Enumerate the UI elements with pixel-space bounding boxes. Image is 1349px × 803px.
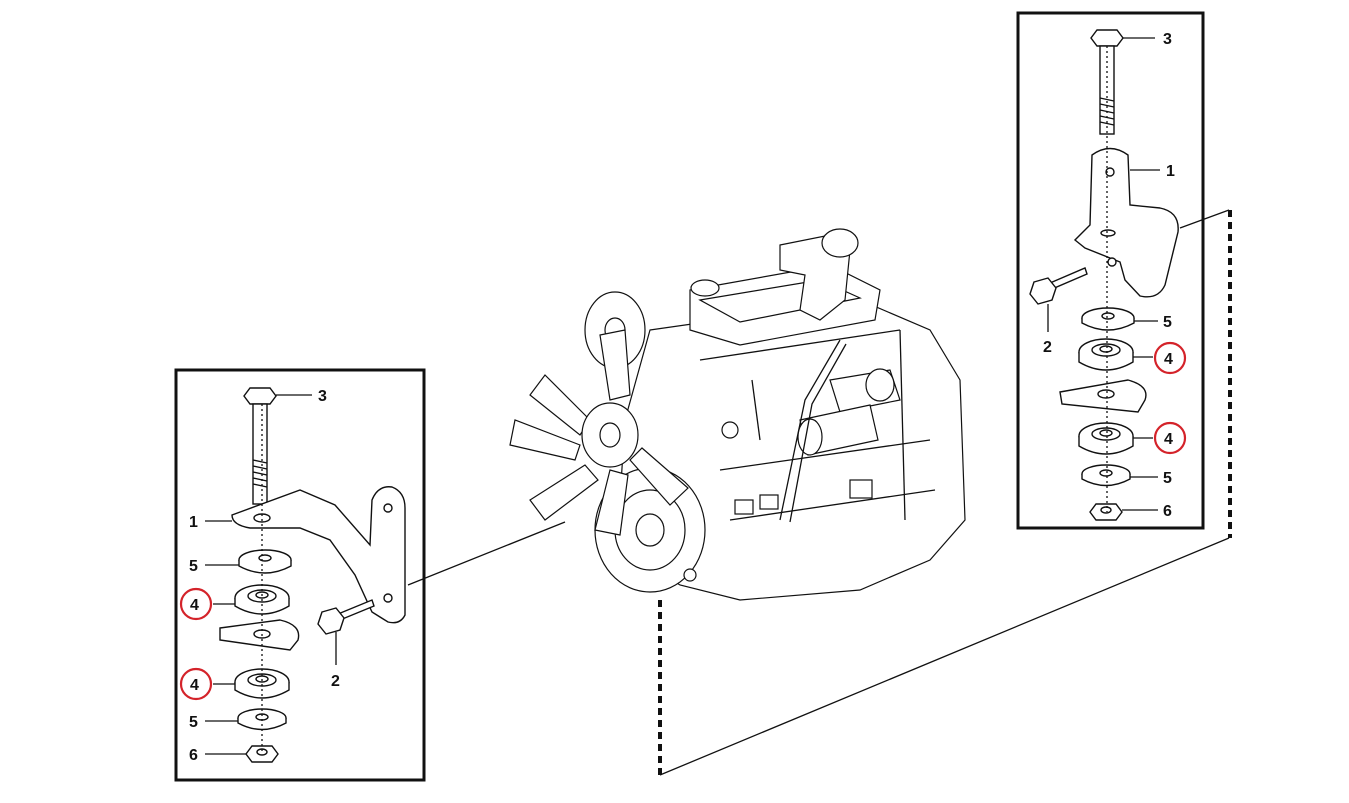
nut-part: [1089, 503, 1123, 521]
cooling-fan: [509, 329, 689, 536]
highlight-circle: [179, 667, 213, 701]
bolt-part: [1090, 29, 1124, 135]
mount-bracket: [231, 486, 406, 624]
washer-part: [1081, 464, 1131, 487]
label-3: 3: [1163, 31, 1172, 48]
highlight-circle: [1153, 421, 1187, 455]
left-leader-line: [407, 521, 566, 586]
side-bolt-part: [1029, 267, 1088, 305]
label-3: 3: [318, 388, 327, 405]
label-1: 1: [189, 514, 198, 531]
right-inset-frame: [1016, 11, 1205, 530]
side-bolt-part: [317, 599, 375, 635]
highlight-circle: [179, 587, 213, 621]
label-4: 4: [1164, 351, 1173, 368]
right-inset: 3 1 2 5 4 4 5 6: [1016, 11, 1205, 530]
label-6: 6: [1163, 503, 1172, 520]
label-4: 4: [190, 677, 199, 694]
label-5: 5: [189, 714, 198, 731]
label-1: 1: [1166, 163, 1175, 180]
bolt-part: [243, 387, 277, 505]
label-2: 2: [1043, 339, 1052, 356]
washer-part: [1081, 307, 1135, 331]
label-6: 6: [189, 747, 198, 764]
left-inset-frame: [174, 368, 426, 782]
rubber-mount-part: [1078, 338, 1134, 371]
mount-bracket: [1073, 147, 1179, 298]
label-4: 4: [1164, 431, 1173, 448]
nut-part: [245, 745, 279, 763]
washer-part: [238, 549, 292, 574]
rubber-mount-part: [234, 668, 290, 699]
label-2: 2: [331, 673, 340, 690]
label-5: 5: [189, 558, 198, 575]
engine-illustration: [509, 228, 966, 601]
label-4: 4: [190, 597, 199, 614]
label-5: 5: [1163, 470, 1172, 487]
highlight-circle: [1153, 341, 1187, 375]
left-inset: 3 1 5 4 4 5 6 2: [174, 368, 426, 782]
label-5: 5: [1163, 314, 1172, 331]
rubber-mount-part: [1078, 422, 1134, 455]
